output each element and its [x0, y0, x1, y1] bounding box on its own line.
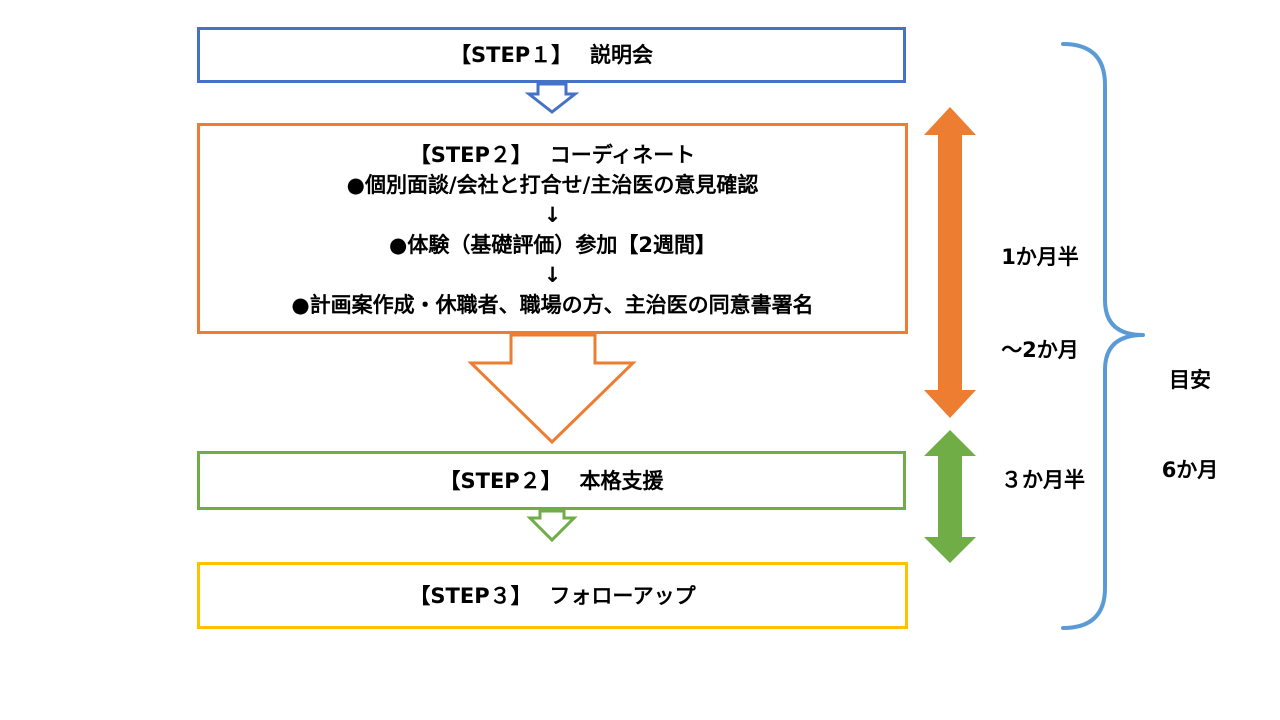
step2-box: 【STEP２】 コーディネート ●個別面談/会社と打合せ/主治医の意見確認 ↓ … [197, 123, 908, 334]
step2-item-trial: ●体験（基礎評価）参加【2週間】 [389, 232, 716, 257]
step2-down-arrow-1: ↓ [543, 202, 562, 227]
duration-arrow-phase2 [924, 430, 976, 563]
step2-support-box: 【STEP２】 本格支援 [197, 451, 906, 510]
duration-arrow-phase1 [924, 107, 976, 418]
step3-text: 【STEP３】 フォローアップ [409, 583, 696, 608]
connector-arrow-2 [467, 333, 637, 445]
step2-item-plan: ●計画案作成・休職者、職場の方、主治医の同意書署名 [291, 292, 814, 317]
step2-title: 【STEP２】 コーディネート [409, 142, 696, 167]
duration-phase1-line2: ～2か月 [1001, 338, 1079, 362]
duration-label-phase2: ３か月半 [1001, 468, 1085, 492]
step2-down-arrow-2: ↓ [543, 262, 562, 287]
step2-support-text: 【STEP２】 本格支援 [439, 468, 664, 493]
total-line1: 目安 [1169, 368, 1211, 392]
duration-label-phase1: 1か月半 ～2か月 [980, 180, 1100, 397]
connector-arrow-3 [526, 509, 578, 543]
duration-phase1-line1: 1か月半 [1001, 245, 1079, 269]
total-brace [1061, 42, 1145, 630]
total-line2: 6か月 [1161, 458, 1219, 482]
step1-box: 【STEP１】 説明会 [197, 27, 906, 83]
step2-item-interview: ●個別面談/会社と打合せ/主治医の意見確認 [346, 172, 759, 197]
step3-box: 【STEP３】 フォローアップ [197, 562, 908, 629]
step1-text: 【STEP１】 説明会 [450, 43, 653, 67]
connector-arrow-1 [524, 82, 580, 114]
total-duration-label: 目安 6か月 [1160, 305, 1220, 515]
